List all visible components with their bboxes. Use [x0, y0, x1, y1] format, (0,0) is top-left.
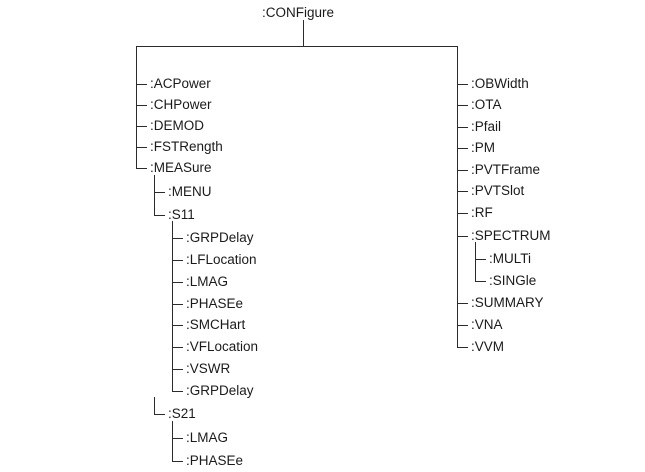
tree-node-label: :PHASEe [186, 453, 244, 468]
tree-node-label: :SUMMARY [471, 295, 544, 310]
tree-tick [136, 168, 147, 169]
tree-node-label: :MEASure [150, 160, 212, 175]
tree-node-label: :OBWidth [471, 76, 529, 91]
tree-tick [457, 347, 468, 348]
tree-tick [154, 414, 165, 415]
tree-tick [172, 238, 183, 239]
tree-tick [172, 347, 183, 348]
tree-node-label: :RF [471, 205, 493, 220]
root-node-label: :CONFigure [262, 5, 335, 20]
tree-node-label: :VNA [471, 317, 503, 332]
tree-tick [457, 213, 468, 214]
tree-node-label: :VSWR [186, 361, 231, 376]
tree-tick [136, 105, 147, 106]
tree-node-label: :PHASEe [186, 296, 244, 311]
tree-node-label: :Pfail [471, 119, 502, 134]
tree-tick [457, 191, 468, 192]
tree-tick [457, 84, 468, 85]
tree-tick [136, 147, 147, 148]
tree-trunk [154, 397, 155, 414]
tree-node-label: :MULTi [489, 251, 531, 266]
tree-tick [457, 148, 468, 149]
tree-tick [172, 369, 183, 370]
tree-tick [457, 170, 468, 171]
distribution-bar [136, 46, 457, 47]
tree-tick [172, 438, 183, 439]
tree-tick [172, 461, 183, 462]
tree-tick [457, 236, 468, 237]
tree-node-label: :SINGle [489, 273, 537, 288]
tree-node-label: :LMAG [186, 274, 229, 289]
tree-node-label: :VFLocation [186, 339, 259, 354]
tree-trunk [457, 46, 458, 347]
tree-node-label: :GRPDelay [186, 383, 254, 398]
tree-tick [475, 281, 486, 282]
tree-tick [457, 303, 468, 304]
tree-trunk [136, 46, 137, 168]
tree-node-label: :VVM [471, 339, 505, 354]
tree-tick [172, 260, 183, 261]
tree-tick [172, 282, 183, 283]
tree-node-label: :GRPDelay [186, 230, 254, 245]
tree-node-label: :MENU [168, 184, 212, 199]
tree-tick [154, 192, 165, 193]
tree-trunk [172, 421, 173, 461]
tree-tick [457, 325, 468, 326]
tree-tick [154, 215, 165, 216]
tree-trunk [172, 221, 173, 391]
tree-trunk [154, 175, 155, 215]
tree-node-label: :PM [471, 140, 496, 155]
tree-node-label: :S11 [168, 207, 195, 222]
tree-tick [172, 304, 183, 305]
tree-node-label: :DEMOD [150, 118, 204, 133]
tree-node-label: :ACPower [150, 76, 211, 91]
tree-trunk [475, 242, 476, 281]
tree-node-label: :OTA [471, 97, 502, 112]
tree-node-label: :S21 [168, 406, 196, 421]
tree-node-label: :FSTRength [150, 139, 223, 154]
tree-tick [136, 84, 147, 85]
tree-tick [457, 105, 468, 106]
tree-node-label: :LFLocation [186, 252, 257, 267]
tree-tick [172, 391, 183, 392]
tree-tick [475, 259, 486, 260]
tree-tick [457, 127, 468, 128]
tree-node-label: :LMAG [186, 430, 229, 445]
root-stem [303, 20, 304, 46]
tree-node-label: :CHPower [150, 97, 212, 112]
tree-node-label: :PVTSlot [471, 183, 525, 198]
tree-node-label: :SMCHart [186, 317, 246, 332]
tree-node-label: :PVTFrame [471, 162, 541, 177]
tree-tick [172, 325, 183, 326]
tree-node-label: :SPECTRUM [471, 228, 551, 243]
tree-tick [136, 126, 147, 127]
